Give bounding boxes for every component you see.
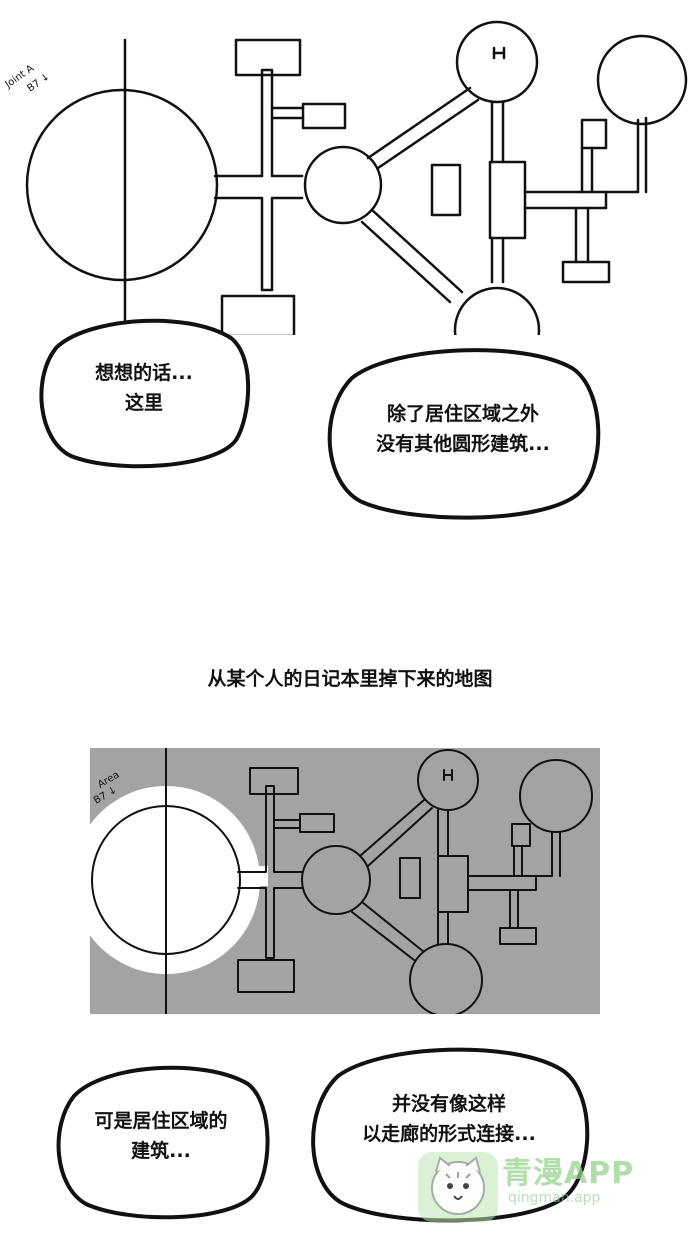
bubble-text: 想想的话... 这里 (95, 362, 193, 414)
map-panel-gray: Area B7 ↓ (90, 748, 600, 1014)
bubble-outline (39, 318, 251, 469)
bubble-text: 除了居住区域之外 没有其他圆形建筑... (376, 403, 550, 455)
map-corridor-upper (366, 86, 480, 170)
map-room-right-small (580, 118, 608, 150)
bubble-outline (311, 1047, 590, 1223)
map-room-bottom (237, 959, 295, 993)
speech-bubble-left-top: 想想的话... 这里 (36, 308, 252, 469)
map-room-right-bottom (499, 927, 537, 945)
map-room-isolated (399, 857, 421, 899)
watermark-brand: 青漫APP (502, 1156, 635, 1191)
speech-bubble-left-bottom: 可是居住区域的 建筑... (52, 1054, 270, 1220)
bubble-text: 可是居住区域的 建筑... (94, 1110, 228, 1162)
watermark-url: qingman.app (508, 1190, 601, 1206)
map-room-isolated (430, 163, 462, 217)
speech-bubble-right-bottom: 并没有像这样 以走廊的形式连接... (304, 1036, 594, 1224)
map-room-side (301, 102, 347, 130)
cat-logo-icon (418, 1152, 498, 1222)
map-large-circle (25, 88, 219, 282)
map-room-top (234, 38, 302, 77)
map-room-middle (437, 855, 469, 913)
map-corridor-left (237, 785, 303, 959)
map-room-side (299, 813, 335, 833)
map-room-top (249, 767, 299, 795)
bubble-outline (327, 348, 601, 520)
map-corridor-vertical (490, 100, 505, 284)
bubble-outline (56, 1065, 270, 1220)
map-top-circle (417, 749, 479, 811)
map-caption: 从某个人的日记本里掉下来的地图 (207, 668, 493, 690)
map-center-circle (301, 845, 371, 915)
map-bottom-circle (409, 943, 483, 1014)
speech-bubble-right-top: 除了居住区域之外 没有其他圆形建筑... (322, 338, 604, 520)
map-corridor-left (213, 68, 304, 292)
map-top-circle (455, 20, 539, 104)
map-room-right-bottom (561, 260, 611, 284)
map-panel-top: Joint A B7 ↓ (0, 0, 700, 335)
bubble-text: 并没有像这样 以走廊的形式连接... (362, 1092, 536, 1145)
map-bottom-circle (453, 286, 541, 335)
map-corridor-vertical (437, 809, 449, 945)
map-right-circle (596, 34, 688, 126)
map-corridor-lower (360, 208, 464, 304)
map-corridor-upper (359, 799, 433, 867)
hand-drawn-map: Joint A B7 ↓ (3, 20, 688, 335)
map-center-circle (303, 145, 383, 225)
map-room-middle (488, 160, 527, 240)
map-right-circle (519, 759, 593, 833)
watermark: 青漫APP qingman.app (414, 1146, 674, 1226)
gray-map: Area B7 ↓ (90, 748, 600, 1014)
map-room-right-small (511, 823, 531, 847)
map-corridor-lower (351, 901, 425, 961)
map-room-bottom (220, 294, 296, 335)
